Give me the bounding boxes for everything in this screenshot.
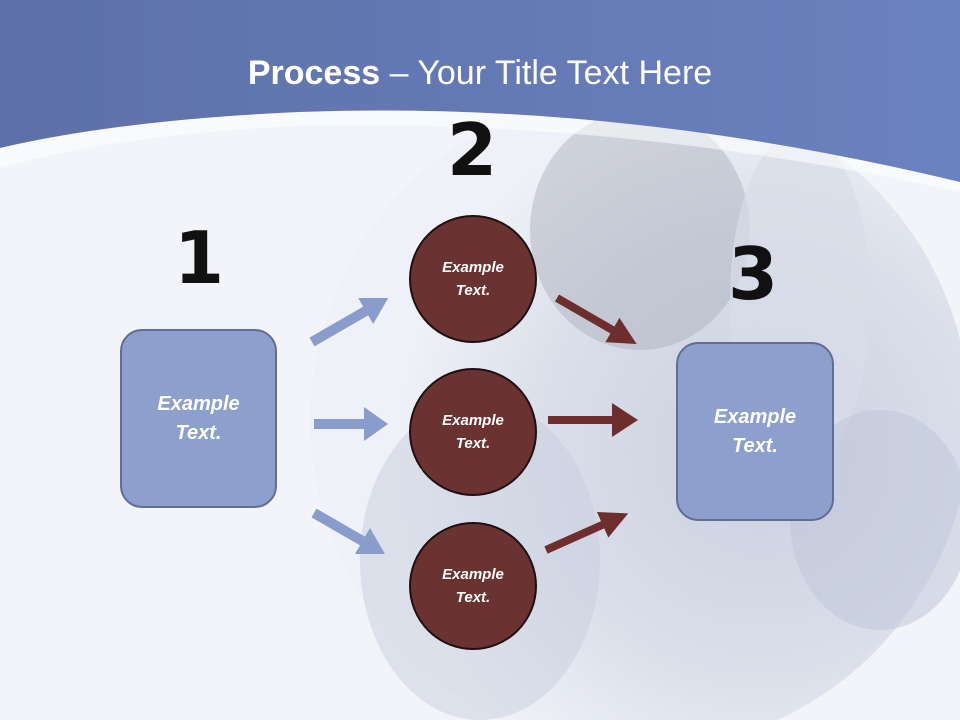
step-2-circle-bottom: Example Text. [409, 522, 537, 650]
circle-bottom-line1: Example [442, 566, 504, 583]
step-1-box: Example Text. [120, 329, 277, 508]
circle-middle-line2: Text. [455, 435, 491, 452]
step-1-box-line2: Text. [175, 421, 222, 444]
step-1-box-line1: Example [157, 392, 240, 415]
circle-bottom-line2: Text. [455, 589, 491, 606]
step-3-box: Example Text. [676, 342, 834, 521]
circle-top-line1: Example [442, 259, 504, 276]
red-arrow-down [555, 294, 637, 344]
blue-arrow-up [309, 298, 389, 347]
step-3-box-line2: Text. [732, 434, 778, 457]
title-bold-part: Process [247, 54, 381, 92]
step-3-box-line1: Example [713, 405, 797, 428]
slide-title: Process – Your Title Text Here [0, 54, 960, 93]
step-2-circle-top: Example Text. [409, 215, 537, 343]
step-number-2: 2 [446, 108, 498, 192]
red-arrow-right [548, 403, 638, 437]
red-arrow-up [544, 511, 629, 554]
step-number-1: 1 [173, 216, 225, 300]
title-rest-part: – Your Title Text Here [380, 54, 713, 92]
blue-arrow-down [311, 508, 386, 554]
blue-arrow-right [314, 407, 388, 441]
step-2-circle-middle: Example Text. [409, 368, 537, 496]
circle-middle-line1: Example [442, 412, 504, 429]
step-number-3: 3 [727, 232, 779, 316]
circle-top-line2: Text. [455, 282, 491, 299]
